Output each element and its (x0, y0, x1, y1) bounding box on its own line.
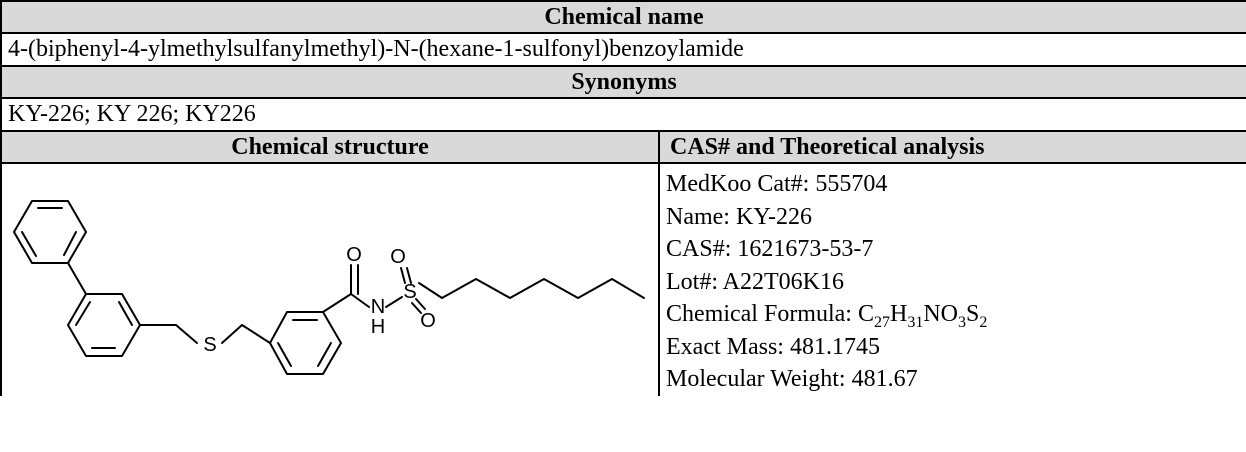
formula-line: Chemical Formula: C27H31NO3S2 (666, 298, 1240, 331)
name-line: Name: KY-226 (666, 201, 1240, 234)
atom-label-s-sulfonyl: S (403, 281, 416, 303)
atom-label-o-carbonyl: O (346, 244, 362, 266)
formula-o: O (940, 301, 959, 327)
exact-mass-label: Exact Mass: (666, 333, 790, 360)
synonyms-header-row: Synonyms (0, 65, 1246, 99)
formula-h: H (889, 301, 908, 327)
hexyl-chain (418, 277, 645, 299)
mw-label: Molecular Weight: (666, 366, 852, 392)
synonyms-header: Synonyms (0, 65, 1246, 99)
cas-line: CAS#: 1621673-53-7 (666, 233, 1240, 266)
chemical-name: 4-(biphenyl-4-ylmethylsulfanylmethyl)-N-… (0, 32, 1246, 67)
cas-value: 1621673-53-7 (737, 236, 874, 262)
formula-h-count: 31 (907, 313, 924, 331)
name-value: KY-226 (735, 203, 812, 230)
phenyl-ring (13, 199, 87, 264)
mw-value: 481.67 (851, 366, 918, 392)
atom-labels: S O N H S O O (203, 244, 435, 356)
synonyms: KY-226; KY 226; KY226 (0, 97, 1246, 132)
chemical-name-row: 4-(biphenyl-4-ylmethylsulfanylmethyl)-N-… (0, 32, 1246, 67)
formula-s: S (966, 301, 980, 327)
molecular-weight-line: Molecular Weight: 481.67 (666, 363, 1240, 396)
chemical-name-header: Chemical name (0, 0, 1246, 34)
lot-label: Lot#: (666, 268, 723, 295)
structure-header-row: Chemical structure CAS# and Theoretical … (0, 130, 1246, 164)
compound-table: Chemical name 4-(biphenyl-4-ylmethylsulf… (0, 0, 1246, 396)
chemical-name-header-row: Chemical name (0, 0, 1246, 34)
atom-label-o-sulfonyl-top: O (390, 246, 406, 268)
structure-row: S O N H S O O MedKoo Cat#: 555704 Name: … (0, 162, 1246, 396)
synonyms-row: KY-226; KY 226; KY226 (0, 97, 1246, 132)
structure-header: Chemical structure (0, 130, 660, 164)
cat-value: 555704 (815, 171, 888, 197)
formula-c-count: 27 (873, 313, 890, 331)
formula-value: C27H31NO3S2 (857, 301, 987, 330)
molecule-bonds (13, 199, 645, 375)
atom-label-s-thioether: S (203, 334, 216, 356)
cat-number-line: MedKoo Cat#: 555704 (666, 168, 1240, 201)
atom-label-h: H (371, 316, 385, 338)
biphenyl-ring (67, 292, 141, 357)
formula-s-count: 2 (979, 313, 988, 331)
formula-n: N (923, 301, 941, 327)
chemical-structure-cell: S O N H S O O (0, 162, 660, 396)
lot-line: Lot#: A22T06K16 (666, 266, 1240, 299)
cat-label: MedKoo Cat#: (666, 171, 816, 197)
analysis-header: CAS# and Theoretical analysis (658, 130, 1246, 164)
atom-label-o-sulfonyl-bottom: O (420, 310, 436, 332)
formula-label: Chemical Formula: (666, 301, 858, 327)
name-label: Name: (666, 203, 736, 230)
atom-label-n: N (371, 296, 385, 318)
benzoyl-ring (269, 310, 342, 375)
formula-o-count: 3 (958, 313, 967, 331)
lot-value: A22T06K16 (722, 268, 844, 295)
exact-mass-line: Exact Mass: 481.1745 (666, 331, 1240, 364)
exact-mass-value: 481.1745 (789, 333, 880, 360)
chemical-structure-diagram: S O N H S O O (13, 199, 645, 375)
theoretical-analysis-cell: MedKoo Cat#: 555704 Name: KY-226 CAS#: 1… (658, 162, 1246, 396)
formula-c: C (857, 301, 874, 327)
cas-label: CAS#: (666, 236, 738, 262)
